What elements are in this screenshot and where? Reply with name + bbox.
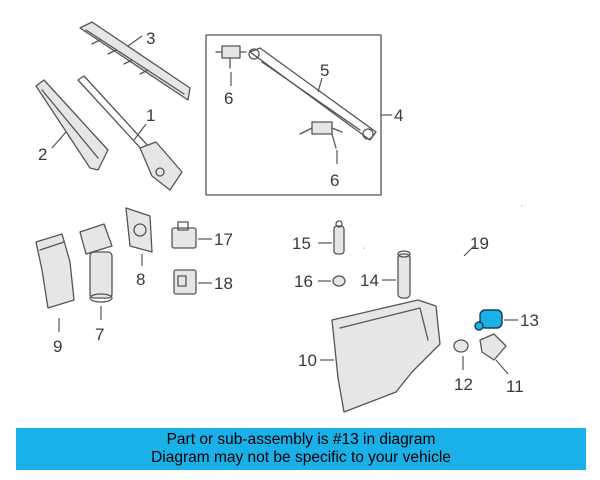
callout-2: 2 bbox=[38, 145, 47, 164]
callout-11: 11 bbox=[506, 377, 524, 396]
callout-8: 8 bbox=[136, 270, 145, 289]
part-9-motor-cover[interactable] bbox=[35, 233, 75, 309]
part-8-motor-bracket[interactable] bbox=[125, 207, 153, 253]
leader-11 bbox=[495, 359, 509, 375]
parts-diagram: 3 2 1 4 5 6 6 bbox=[35, 21, 566, 413]
callout-7: 7 bbox=[95, 325, 104, 344]
part-13-washer-pump[interactable] bbox=[474, 309, 503, 331]
part-17-relay[interactable] bbox=[171, 221, 197, 249]
part-10-reservoir[interactable] bbox=[331, 299, 441, 413]
callout-19: 19 bbox=[470, 234, 489, 253]
banner-line-1: Part or sub-assembly is #13 in diagram bbox=[166, 431, 436, 448]
part-1-wiper-arm[interactable] bbox=[77, 75, 183, 191]
part-6-pivot-bottom[interactable] bbox=[299, 121, 343, 149]
part-2-arm-cover[interactable] bbox=[35, 79, 109, 171]
callout-5: 5 bbox=[320, 61, 329, 80]
callout-17: 17 bbox=[214, 230, 233, 249]
part-3-wiper-blade[interactable] bbox=[79, 21, 191, 101]
callout-3: 3 bbox=[146, 29, 155, 48]
leader-3 bbox=[127, 35, 143, 47]
callout-18: 18 bbox=[214, 274, 233, 293]
part-5-linkage[interactable] bbox=[248, 47, 377, 141]
leader-5 bbox=[317, 77, 323, 93]
part-14-filler-tube[interactable] bbox=[397, 250, 411, 299]
part-18-relay[interactable] bbox=[173, 269, 197, 295]
callout-13: 13 bbox=[520, 311, 539, 330]
part-12-grommet[interactable] bbox=[453, 339, 469, 353]
part-16-grommet[interactable] bbox=[332, 275, 346, 287]
info-banner: Part or sub-assembly is #13 in diagram D… bbox=[16, 428, 586, 470]
banner-line-2: Diagram may not be specific to your vehi… bbox=[151, 449, 451, 466]
callout-15: 15 bbox=[292, 234, 311, 253]
callout-16: 16 bbox=[294, 272, 313, 291]
callout-10: 10 bbox=[298, 351, 317, 370]
leader-2 bbox=[51, 131, 67, 149]
callout-1: 1 bbox=[146, 106, 155, 125]
part-7-wiper-motor[interactable] bbox=[79, 223, 113, 303]
assembly-4-box bbox=[205, 34, 382, 196]
part-11-elbow[interactable] bbox=[479, 333, 507, 361]
leader-19 bbox=[463, 245, 475, 257]
part-19-washer-hose[interactable] bbox=[363, 204, 566, 294]
leader-1 bbox=[133, 123, 147, 141]
callout-6b: 6 bbox=[330, 171, 339, 190]
callout-9: 9 bbox=[53, 337, 62, 356]
part-15-washer-jet[interactable] bbox=[333, 220, 345, 255]
callout-6a: 6 bbox=[224, 89, 233, 108]
part-6-pivot-top[interactable] bbox=[215, 45, 247, 69]
callout-14: 14 bbox=[360, 271, 379, 290]
callout-4: 4 bbox=[394, 106, 403, 125]
callout-12: 12 bbox=[454, 375, 473, 394]
